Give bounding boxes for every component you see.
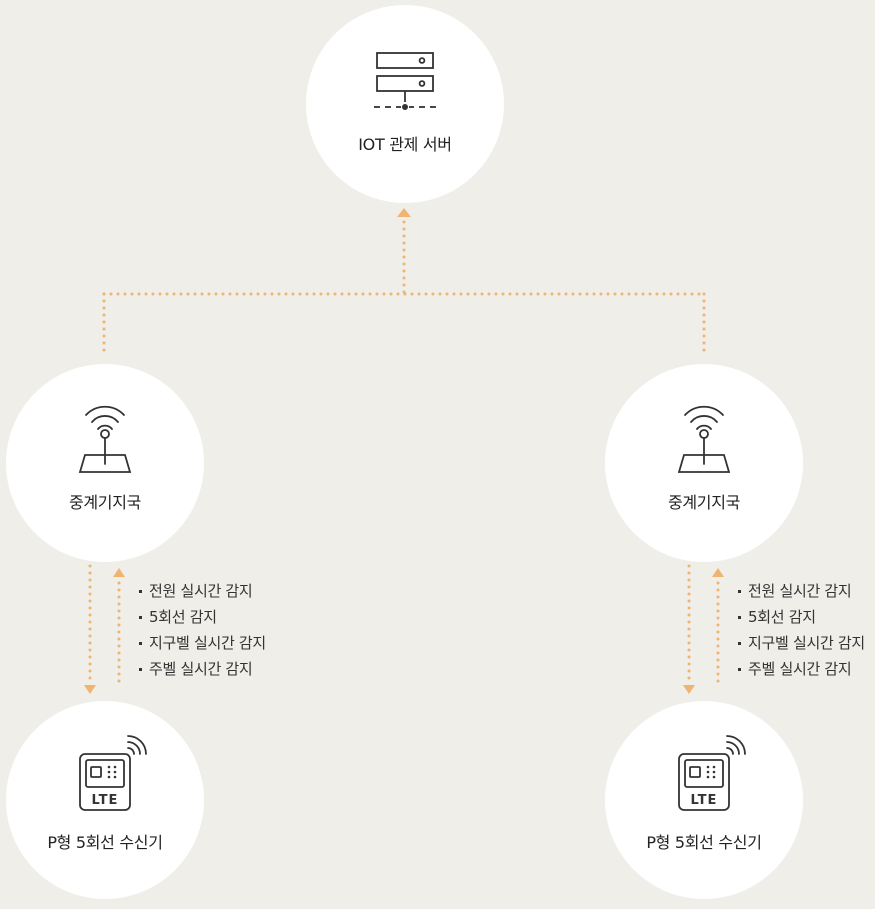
lte-label: LTE: [691, 793, 718, 808]
receiver-node-left: LTE P형 5회선 수신기: [6, 701, 204, 899]
feature-item: 전원 실시간 감지: [738, 578, 865, 604]
lte-receiver-icon: LTE: [678, 735, 746, 811]
iot-server-node: IOT 관제 서버: [306, 5, 504, 203]
antenna-tower-icon: [677, 405, 731, 473]
antenna-tower-icon: [78, 405, 132, 473]
feature-list-right: 전원 실시간 감지 5회선 감지 지구벨 실시간 감지 주벨 실시간 감지: [738, 578, 865, 682]
feature-item: 주벨 실시간 감지: [139, 656, 266, 682]
arrow-up-left: [113, 568, 125, 577]
feature-item: 지구벨 실시간 감지: [738, 630, 865, 656]
server-label: IOT 관제 서버: [358, 135, 452, 154]
feature-list-left: 전원 실시간 감지 5회선 감지 지구벨 실시간 감지 주벨 실시간 감지: [139, 578, 266, 682]
server-icon: [374, 52, 436, 110]
arrow-down-left: [84, 685, 96, 694]
feature-item: 주벨 실시간 감지: [738, 656, 865, 682]
receiver-right-label: P형 5회선 수신기: [646, 833, 762, 852]
lte-label: LTE: [92, 793, 119, 808]
arrow-up-right: [712, 568, 724, 577]
feature-item: 5회선 감지: [139, 604, 266, 630]
feature-item: 지구벨 실시간 감지: [139, 630, 266, 656]
relay-left-label: 중계기지국: [68, 493, 142, 512]
arrow-up-server: [397, 208, 411, 217]
lte-receiver-icon: LTE: [79, 735, 147, 811]
feature-item: 전원 실시간 감지: [139, 578, 266, 604]
arrow-down-right: [683, 685, 695, 694]
receiver-left-label: P형 5회선 수신기: [47, 833, 163, 852]
relay-station-right: 중계기지국: [605, 364, 803, 562]
receiver-node-right: LTE P형 5회선 수신기: [605, 701, 803, 899]
feature-item: 5회선 감지: [738, 604, 865, 630]
relay-right-label: 중계기지국: [667, 493, 741, 512]
relay-station-left: 중계기지국: [6, 364, 204, 562]
